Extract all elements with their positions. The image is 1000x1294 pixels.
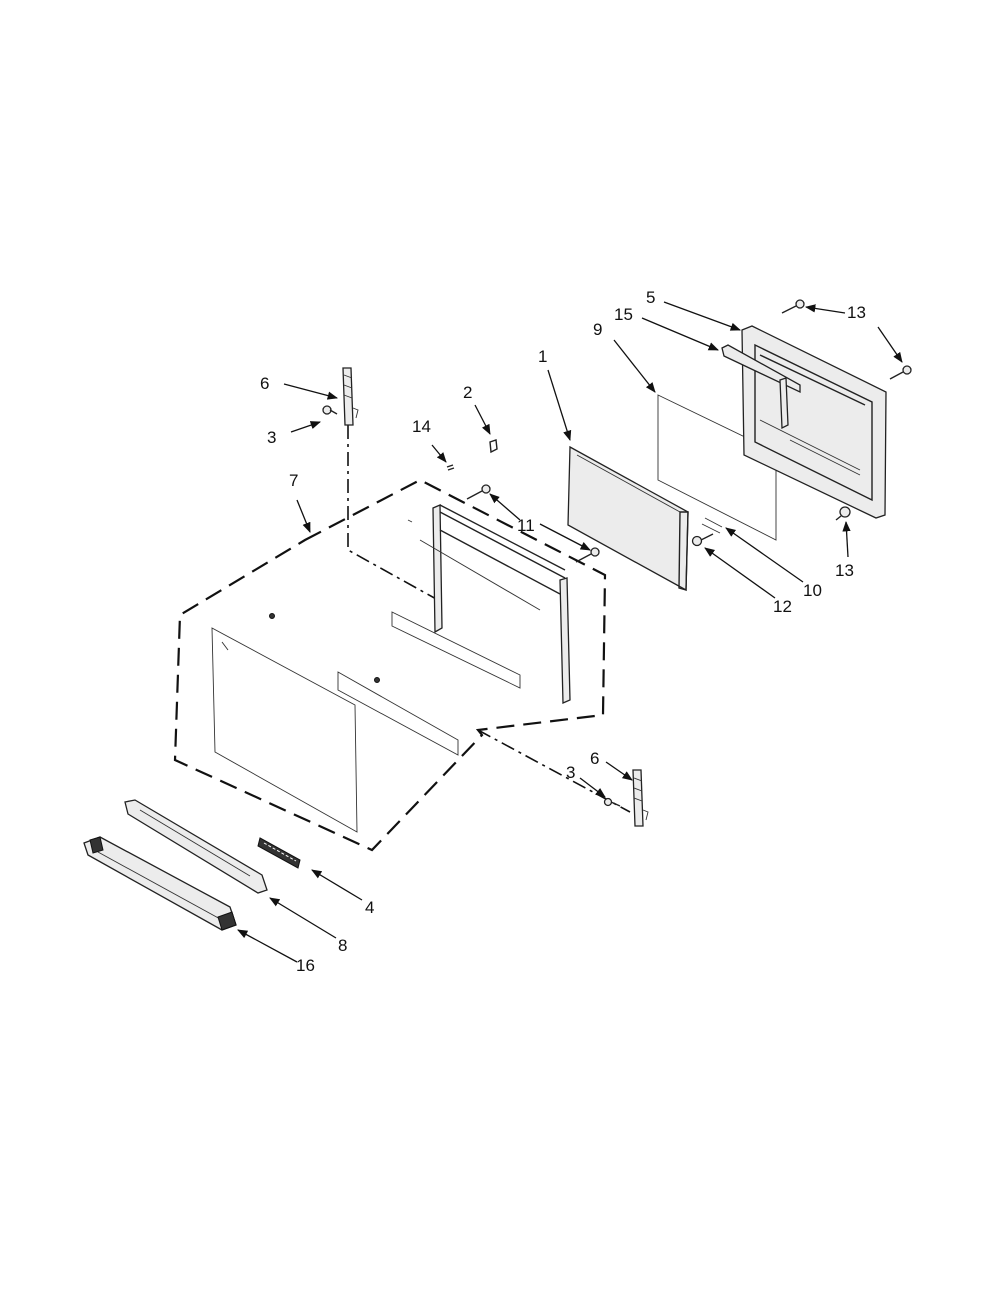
callout-4: 4 (365, 898, 374, 917)
rear-door-frame (721, 325, 887, 519)
inner-glass-panel (567, 445, 689, 592)
callout-13-top: 13 (847, 303, 866, 322)
callout-1: 1 (538, 347, 547, 366)
callout-8: 8 (338, 936, 347, 955)
door-liner-frame (407, 504, 571, 704)
door-handle (83, 836, 237, 931)
callout-14: 14 (412, 417, 431, 436)
callout-3-top: 3 (267, 428, 276, 447)
callout-11: 11 (517, 516, 535, 535)
hinge-bottom (632, 769, 649, 827)
callout-10: 10 (803, 581, 822, 600)
callout-6-bottom: 6 (590, 749, 599, 768)
callout-13-bottom: 13 (835, 561, 854, 580)
callout-2: 2 (463, 383, 472, 402)
callout-16: 16 (296, 956, 315, 975)
callout-5: 5 (646, 288, 655, 307)
callout-15: 15 (614, 305, 633, 324)
callout-12: 12 (773, 597, 792, 616)
callout-9: 9 (593, 320, 602, 339)
glass-pane (657, 394, 777, 541)
nameplate-badge (257, 837, 301, 869)
leader-lines (237, 301, 903, 963)
callout-6-top: 6 (260, 374, 269, 393)
outer-door-outline (173, 425, 631, 852)
screws (322, 299, 912, 807)
hinge-top (342, 367, 359, 426)
callout-labels: 6 3 2 14 7 1 9 15 5 13 13 11 10 12 3 6 4… (260, 288, 866, 975)
handle-trim (124, 799, 268, 894)
callout-7: 7 (289, 471, 298, 490)
callout-3-bottom: 3 (566, 763, 575, 782)
